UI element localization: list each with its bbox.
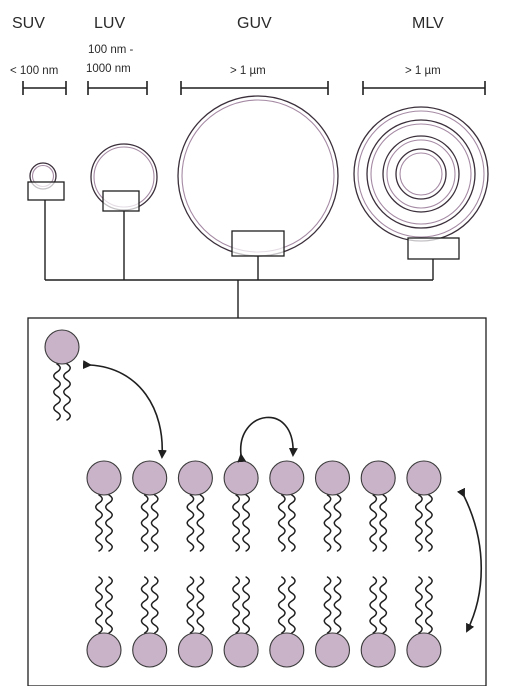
lipid-head: [314, 460, 351, 496]
luv-scale-bar: [87, 81, 148, 95]
lipid-tail: [379, 576, 388, 634]
lipid-tail: [53, 363, 61, 421]
mlv-size-label: > 1 µm: [405, 65, 441, 77]
lipid-lower-leaflet: [223, 576, 259, 668]
lipid-tail: [424, 494, 433, 552]
lipid-head: [269, 632, 305, 668]
lipid-tail: [196, 576, 205, 634]
lipid-head: [132, 460, 168, 496]
luv-size-label-line2: 1000 nm: [86, 63, 131, 75]
lipid-upper-leaflet: [177, 460, 213, 552]
lipid-tail: [186, 494, 195, 552]
lipid-head: [86, 460, 122, 496]
lipid-tail: [287, 576, 296, 634]
lipid-tail: [95, 576, 103, 634]
lipid-tail: [196, 494, 205, 552]
lipid-tail: [242, 494, 251, 552]
lipid-tail: [105, 576, 113, 634]
lipid-head: [406, 632, 442, 668]
lipid-head: [132, 632, 168, 668]
lipid-tail: [277, 494, 286, 552]
lipid-head: [269, 460, 305, 496]
lipid-tail: [242, 576, 251, 634]
lipid-upper-leaflet: [269, 460, 305, 552]
lipid-lower-leaflet: [132, 576, 168, 668]
lipid-tail: [150, 576, 159, 634]
lipid-tail: [323, 576, 332, 634]
lipid-lower-leaflet: [406, 576, 442, 668]
lipid-upper-leaflet: [86, 460, 122, 552]
lipid-tail: [150, 494, 159, 552]
lipid-lower-leaflet: [314, 576, 351, 668]
lipid-tail: [333, 494, 342, 552]
lipid-upper-leaflet: [132, 460, 168, 552]
lipid-head: [44, 329, 80, 365]
mlv-scale-bar: [362, 81, 486, 95]
lipid-head: [223, 460, 259, 496]
lipid-tail: [277, 576, 286, 634]
lipid-tail: [333, 576, 342, 634]
suv-size-label: < 100 nm: [10, 65, 58, 77]
lipid-head: [406, 460, 442, 496]
lipid-tail: [186, 576, 195, 634]
lateral-diffusion-arrow: [237, 416, 298, 463]
flip-flop-arrow: [456, 487, 482, 633]
lipid-bilayer: [44, 329, 442, 668]
lipid-head: [314, 632, 351, 668]
lateral-exchange-arrow: [82, 360, 167, 459]
lipid-head: [86, 632, 122, 668]
lipid-lower-leaflet: [86, 576, 122, 668]
lipid-head: [360, 460, 396, 496]
lipid-tail: [140, 494, 149, 552]
lipid-tail: [414, 576, 423, 634]
lipid-lower-leaflet: [269, 576, 305, 668]
connector-lines: [44, 200, 434, 318]
lipid-tail: [424, 576, 433, 634]
lipid-tail: [140, 576, 149, 634]
lipid-lower-leaflet: [177, 576, 213, 668]
lipid-tail: [232, 576, 241, 634]
lipid-upper-leaflet: [406, 460, 442, 552]
luv-size-label-line1: 100 nm -: [88, 44, 134, 56]
lipid-tail: [323, 494, 332, 552]
guv-label: GUV: [237, 15, 272, 32]
suv-scale-bar: [22, 81, 67, 95]
bilayer-panel: [27, 317, 487, 686]
lipid-head: [223, 632, 259, 668]
free-lipid: [44, 329, 80, 421]
luv-label: LUV: [94, 15, 125, 32]
lipid-head: [360, 632, 396, 668]
mlv-vesicle: [353, 106, 489, 260]
guv-vesicle: [177, 95, 339, 257]
lipid-upper-leaflet: [360, 460, 396, 552]
lipid-head: [177, 632, 213, 668]
lipid-tail: [414, 494, 423, 552]
luv-vesicle: [90, 143, 158, 212]
lipid-upper-leaflet: [314, 460, 351, 552]
suv-vesicle: [27, 162, 65, 201]
lipid-tail: [369, 494, 378, 552]
lipid-tail: [63, 363, 71, 421]
guv-scale-bar: [180, 81, 329, 95]
mlv-label: MLV: [412, 15, 444, 32]
suv-label: SUV: [12, 15, 45, 32]
lipid-head: [177, 460, 213, 496]
lipid-tail: [287, 494, 296, 552]
lipid-tail: [379, 494, 388, 552]
lipid-tail: [95, 494, 103, 552]
guv-size-label: > 1 µm: [230, 65, 266, 77]
lipid-lower-leaflet: [360, 576, 396, 668]
lipid-tail: [105, 494, 113, 552]
lipid-tail: [232, 494, 241, 552]
lipid-tail: [369, 576, 378, 634]
